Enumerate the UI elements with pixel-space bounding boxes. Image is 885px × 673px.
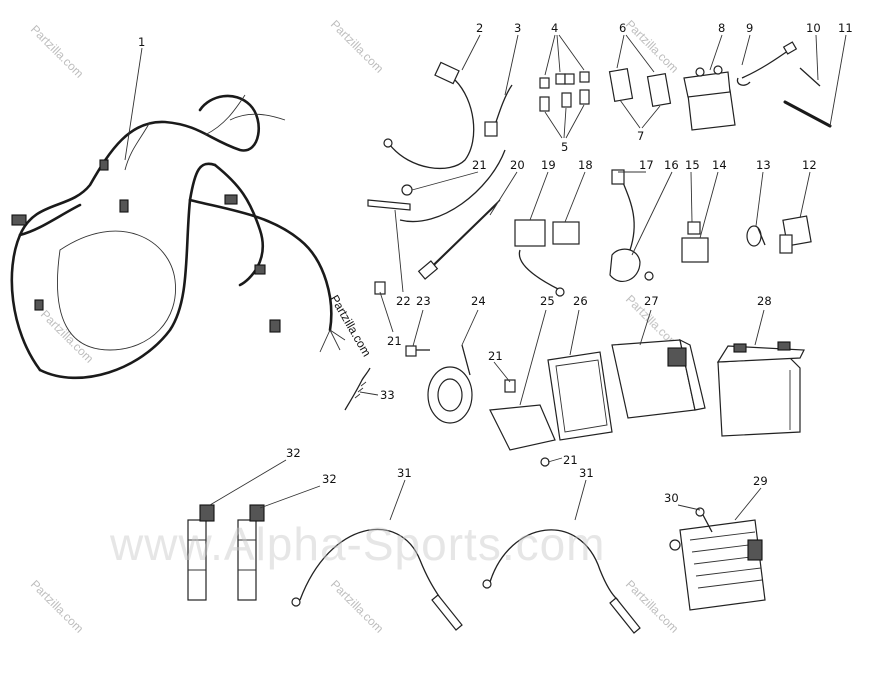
callout-12: 12 (802, 158, 817, 172)
speed-sensor (609, 169, 654, 282)
cover-26 (547, 351, 613, 441)
small-relays (539, 71, 590, 112)
stamp-mid-left: Partzilla.com (38, 307, 96, 365)
callout-1: 1 (138, 35, 145, 49)
callout-32-b: 32 (322, 472, 337, 486)
partzilla-mark: Partzilla.com (327, 293, 373, 359)
callout-33: 33 (380, 388, 395, 402)
callout-5: 5 (561, 140, 568, 154)
ecu (611, 338, 706, 419)
ignition-coil-left (187, 504, 215, 601)
callout-23: 23 (416, 294, 431, 308)
relays (608, 67, 672, 108)
bolt-23 (405, 345, 430, 357)
bolt-21-left (374, 281, 386, 295)
callout-21-c: 21 (488, 349, 503, 363)
bracket-25 (489, 379, 556, 467)
callout-22: 22 (396, 294, 411, 308)
callout-27: 27 (644, 294, 659, 308)
lead-wire (484, 84, 513, 137)
callout-16: 16 (664, 158, 679, 172)
callout-21-d: 21 (563, 453, 578, 467)
callout-24: 24 (471, 294, 486, 308)
relay-18 (552, 221, 580, 245)
wiring-harness (10, 94, 346, 380)
rod-11 (783, 100, 832, 128)
callout-13: 13 (756, 158, 771, 172)
stamp-bot-mid: Partzilla.com (328, 577, 386, 635)
callout-8: 8 (718, 21, 725, 35)
clip-13 (746, 225, 766, 247)
ground-cable (383, 61, 475, 170)
callout-26: 26 (573, 294, 588, 308)
callout-28: 28 (757, 294, 772, 308)
callout-18: 18 (578, 158, 593, 172)
throttle-cable (417, 199, 501, 280)
stamp-bot-left: Partzilla.com (28, 577, 86, 635)
callout-4: 4 (551, 21, 558, 35)
callout-9: 9 (746, 21, 753, 35)
ignition-coil-right (237, 504, 265, 601)
callout-30: 30 (664, 491, 679, 505)
callout-21-a: 21 (472, 158, 487, 172)
callout-31-a: 31 (397, 466, 412, 480)
module-14 (681, 221, 709, 263)
callout-10: 10 (806, 21, 821, 35)
callout-29: 29 (753, 474, 768, 488)
callout-14: 14 (712, 158, 727, 172)
starter-relay (683, 65, 736, 131)
callout-31-b: 31 (579, 466, 594, 480)
relay-19 (514, 219, 565, 297)
switch-lever (736, 41, 798, 86)
o2-sensor-right (482, 529, 641, 634)
stamp-top-mid: Partzilla.com (328, 17, 386, 75)
regulator (669, 519, 766, 611)
callout-21-b: 21 (387, 334, 402, 348)
bracket-22 (367, 149, 506, 223)
leader-lines (124, 34, 847, 521)
callout-19: 19 (541, 158, 556, 172)
callout-3: 3 (514, 21, 521, 35)
callout-numbers: 1 2 3 4 5 6 7 8 9 10 11 12 13 14 15 16 1… (138, 21, 853, 505)
callout-25: 25 (540, 294, 555, 308)
sensor-12 (779, 215, 812, 254)
o2-sensor-left (291, 528, 463, 631)
site-watermark: www.Alpha-Sports.com (109, 518, 606, 570)
callout-17: 17 (639, 158, 654, 172)
stamp-top-right: Partzilla.com (623, 17, 681, 75)
callout-6: 6 (619, 21, 626, 35)
callout-2: 2 (476, 21, 483, 35)
callout-32-a: 32 (286, 446, 301, 460)
callout-11: 11 (838, 21, 853, 35)
callout-7: 7 (637, 129, 644, 143)
stamp-top-left: Partzilla.com (28, 22, 86, 80)
spring-33 (344, 367, 371, 411)
callout-20: 20 (510, 158, 525, 172)
horn (427, 344, 473, 424)
callout-15: 15 (685, 158, 700, 172)
pin-10 (799, 67, 821, 87)
battery (716, 341, 805, 437)
